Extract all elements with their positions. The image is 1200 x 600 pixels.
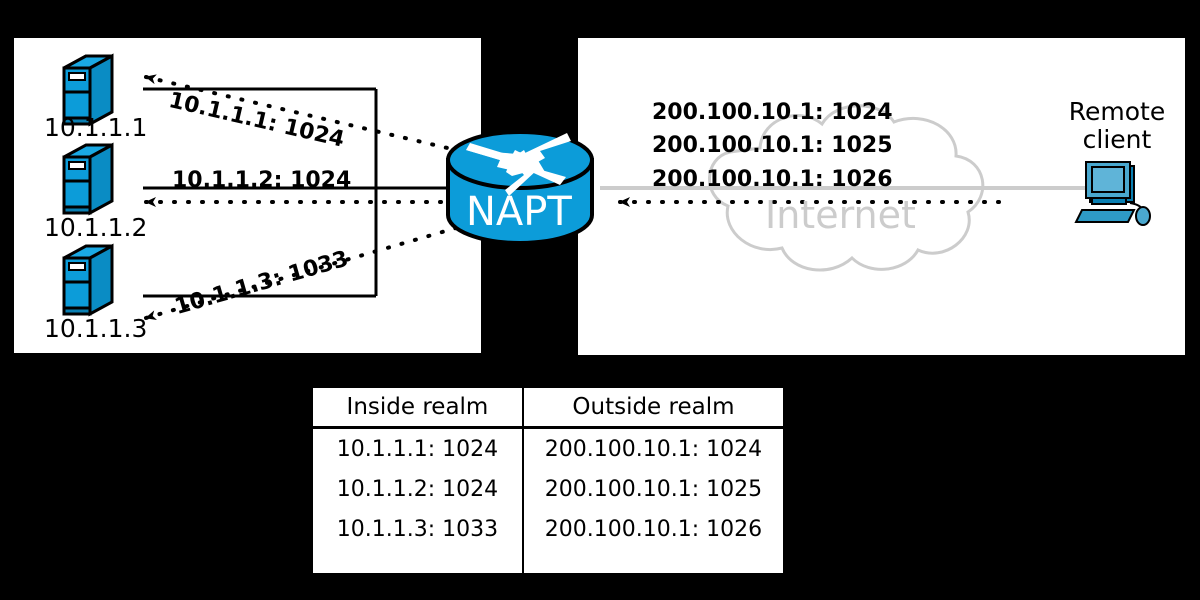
cloud-label: Internet (765, 193, 916, 237)
remote-client-label-line1: Remote (1068, 97, 1166, 126)
table-row: 10.1.1.1: 1024 200.100.10.1: 1024 (311, 426, 786, 469)
outside-flow-label-1: 200.100.10.1: 1024 (652, 100, 893, 125)
column-header-outside-realm: Outside realm (521, 386, 786, 429)
table-row: 10.1.1.3: 1033 200.100.10.1: 1026 (311, 509, 786, 549)
remote-client-label-line2: client (1082, 125, 1152, 154)
inside-realm-panel (14, 38, 481, 353)
cell-outside-1: 200.100.10.1: 1024 (521, 426, 786, 469)
table-header-row: Inside realm Outside realm (311, 386, 786, 429)
cell-inside-2: 10.1.1.2: 1024 (311, 469, 524, 509)
table-bottom-padding (311, 549, 786, 573)
table-row: 10.1.1.2: 1024 200.100.10.1: 1025 (311, 469, 786, 509)
cell-inside-1: 10.1.1.1: 1024 (311, 426, 524, 469)
host-label-3: 10.1.1.3 (44, 314, 148, 343)
host-label-1: 10.1.1.1 (44, 113, 148, 142)
outside-flow-label-3: 200.100.10.1: 1026 (652, 167, 893, 192)
outside-flow-label-2: 200.100.10.1: 1025 (652, 133, 893, 158)
cell-outside-3: 200.100.10.1: 1026 (521, 509, 786, 549)
spacer-cell-left (311, 549, 524, 573)
column-header-inside-realm: Inside realm (311, 386, 524, 429)
cell-inside-3: 10.1.1.3: 1033 (311, 509, 524, 549)
cell-outside-2: 200.100.10.1: 1025 (521, 469, 786, 509)
inside-flow-label-2: 10.1.1.2: 1024 (172, 168, 352, 193)
router-label: NAPT (466, 189, 572, 235)
nat-translation-table: Inside realm Outside realm 10.1.1.1: 102… (311, 386, 786, 573)
host-label-2: 10.1.1.2 (44, 213, 148, 242)
spacer-cell-right (521, 549, 786, 573)
